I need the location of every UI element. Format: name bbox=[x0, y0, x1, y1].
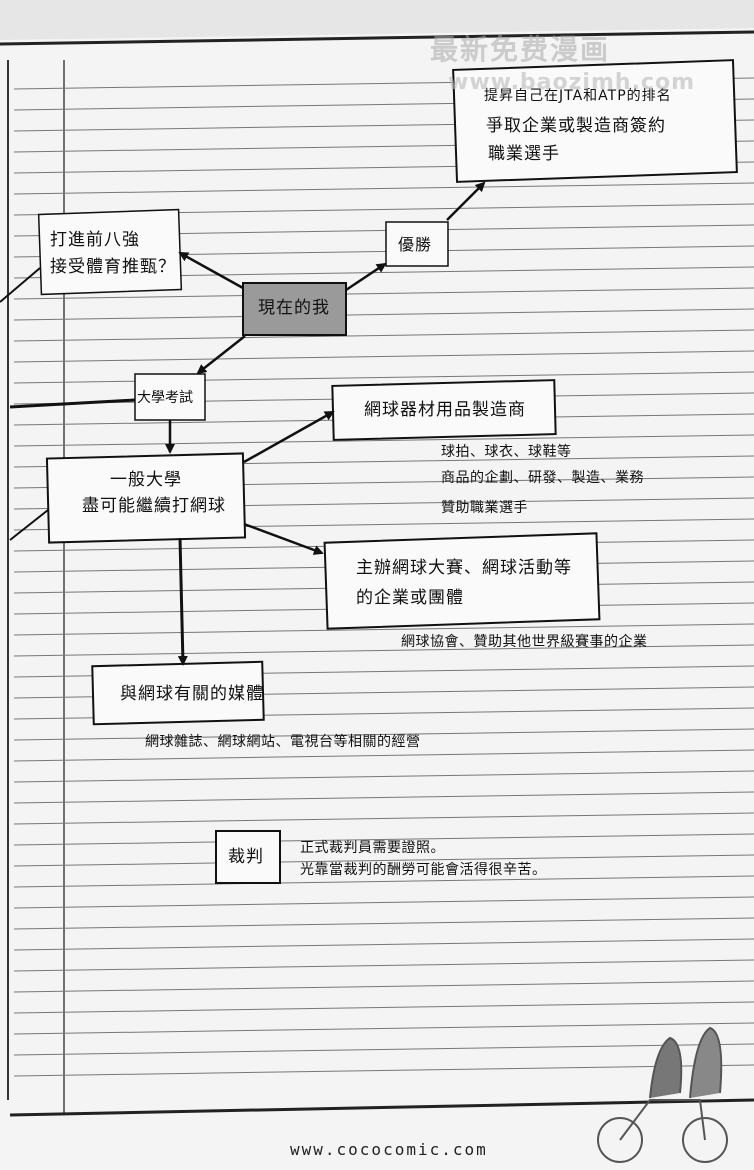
ruled-line bbox=[13, 917, 754, 930]
ruled-line bbox=[13, 1022, 754, 1035]
university-line2: 盡可能繼續打網球 bbox=[82, 496, 226, 516]
top-eight-line2: 接受體育推甄？ bbox=[50, 257, 176, 277]
watermark-title: 最新免费漫画 bbox=[430, 33, 611, 66]
manufacturer-note-2: 商品的企劃、研發、製造、業務 bbox=[441, 470, 644, 486]
current-self-box bbox=[242, 282, 347, 336]
top-eight-box bbox=[37, 208, 183, 296]
arrow-to-win bbox=[345, 262, 387, 292]
top-eight-line1: 打進前八強 bbox=[50, 230, 140, 250]
ruled-line bbox=[13, 1043, 754, 1056]
arrow-to-media bbox=[177, 537, 188, 666]
ruled-line bbox=[13, 1001, 754, 1014]
arrow-to-pro bbox=[446, 181, 486, 221]
ruled-line bbox=[13, 182, 754, 195]
line-from-left-3 bbox=[9, 509, 49, 541]
media-label: 與網球有關的媒體 bbox=[120, 684, 264, 704]
pro-line3: 職業選手 bbox=[488, 144, 560, 164]
arrow-to-top-eight bbox=[178, 251, 244, 290]
ruled-line bbox=[13, 959, 754, 972]
organizer-note: 網球協會、贊助其他世界級賽事的企業 bbox=[401, 634, 648, 650]
ruled-line bbox=[13, 287, 754, 300]
line-from-left-1 bbox=[0, 267, 41, 303]
ruled-line bbox=[13, 938, 754, 951]
referee-label: 裁判 bbox=[228, 847, 264, 867]
organizer-line2: 的企業或團體 bbox=[356, 588, 464, 608]
ruled-line bbox=[13, 329, 754, 342]
ruled-line bbox=[13, 770, 754, 783]
manufacturer-label: 網球器材用品製造商 bbox=[364, 400, 526, 420]
arrow-to-exam bbox=[196, 335, 246, 375]
ruled-line bbox=[13, 350, 754, 363]
win-label: 優勝 bbox=[398, 235, 433, 254]
manufacturer-note-1: 球拍、球衣、球鞋等 bbox=[441, 444, 572, 460]
pro-box bbox=[452, 59, 738, 183]
manufacturer-note-3: 贊助職業選手 bbox=[441, 500, 528, 516]
referee-note-2: 光靠當裁判的酬勞可能會活得很辛苦。 bbox=[300, 862, 547, 878]
ruled-line bbox=[13, 623, 754, 636]
win-box bbox=[385, 221, 449, 267]
arrow-to-organizer bbox=[243, 522, 324, 555]
media-box bbox=[91, 660, 265, 726]
ruled-line bbox=[13, 644, 754, 657]
arrow-to-manufacturer bbox=[243, 410, 335, 464]
ruled-line bbox=[13, 875, 754, 888]
bicycle-illustration bbox=[597, 1026, 728, 1163]
organizer-line1: 主辦網球大賽、網球活動等 bbox=[356, 558, 572, 578]
university-line1: 一般大學 bbox=[110, 470, 182, 490]
ruled-line bbox=[13, 833, 754, 846]
referee-note-1: 正式裁判員需要證照。 bbox=[300, 840, 445, 856]
ruled-line bbox=[13, 812, 754, 825]
ruled-line bbox=[13, 434, 754, 447]
ruled-line bbox=[13, 791, 754, 804]
pro-line2: 爭取企業或製造商簽約 bbox=[486, 116, 666, 136]
organizer-box bbox=[323, 532, 601, 630]
ruled-line bbox=[13, 728, 754, 741]
ruled-line bbox=[13, 896, 754, 909]
pro-line1: 提昇自己在JTA和ATP的排名 bbox=[484, 88, 672, 104]
university-box bbox=[45, 452, 247, 544]
ruled-line bbox=[13, 980, 754, 993]
referee-box bbox=[215, 830, 281, 884]
footer-url[interactable]: www.cococomic.com bbox=[290, 1140, 488, 1159]
current-self-label: 現在的我 bbox=[258, 298, 330, 318]
exam-label: 大學考試 bbox=[137, 390, 193, 406]
watermark-url: www.baozimh.com bbox=[448, 70, 695, 95]
ruled-line bbox=[13, 749, 754, 762]
ruled-line bbox=[13, 1064, 754, 1077]
media-note: 網球雜誌、網球網站、電視台等相關的經營 bbox=[145, 734, 421, 750]
line-from-left-2 bbox=[9, 398, 136, 409]
ruled-line bbox=[13, 308, 754, 321]
ruled-line bbox=[13, 854, 754, 867]
